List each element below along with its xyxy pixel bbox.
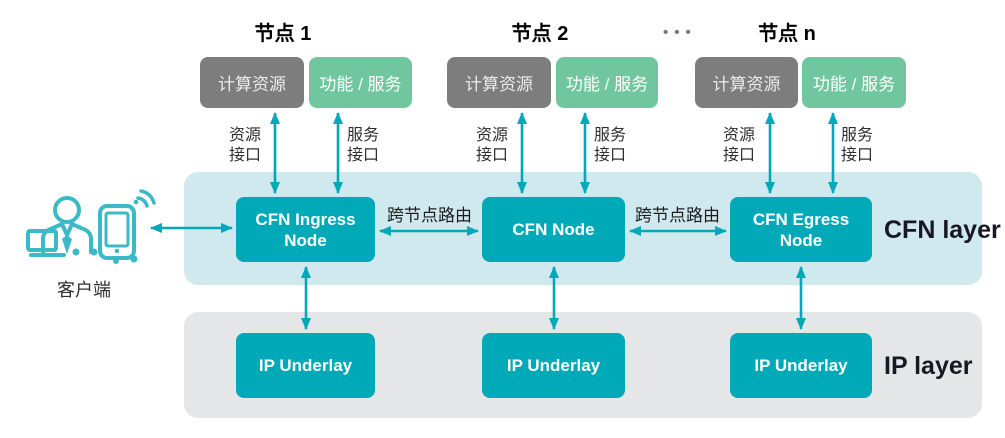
node-2-compute-resource-box: 计算资源 xyxy=(447,57,551,108)
client-devices-icon xyxy=(26,189,156,264)
cfn-ingress-node-box: CFN Ingress Node xyxy=(236,197,375,262)
node-n-function-service-box: 功能 / 服务 xyxy=(802,57,906,108)
node-2-title: 节点 2 xyxy=(511,23,569,45)
cfn-layer-label: CFN layer xyxy=(884,216,1001,244)
node-1-compute-resource-box: 计算资源 xyxy=(200,57,304,108)
ip-underlay-box-3: IP Underlay xyxy=(730,333,872,398)
node-n-service-interface-label: 服务 接口 xyxy=(841,127,874,164)
node-2-service-interface-label: 服务 接口 xyxy=(594,127,627,164)
ip-underlay-box-2: IP Underlay xyxy=(482,333,625,398)
node-1-service-interface-label: 服务 接口 xyxy=(347,127,380,164)
node-n-title: 节点 n xyxy=(758,23,816,45)
cfn-egress-node-box: CFN Egress Node xyxy=(730,197,872,262)
node-n-resource-interface-label: 资源 接口 xyxy=(723,127,756,164)
node-1-resource-interface-label: 资源 接口 xyxy=(229,127,262,164)
ip-underlay-box-1: IP Underlay xyxy=(236,333,375,398)
client-label: 客户端 xyxy=(57,280,111,300)
ip-layer-label: IP layer xyxy=(884,352,973,380)
node-n-compute-resource-box: 计算资源 xyxy=(695,57,798,108)
cross-node-routing-label-1: 跨节点路由 xyxy=(387,206,472,225)
node-2-resource-interface-label: 资源 接口 xyxy=(476,127,509,164)
cross-node-routing-label-2: 跨节点路由 xyxy=(635,206,720,225)
node-1-title: 节点 1 xyxy=(254,23,312,45)
ellipsis-dots: ••• xyxy=(663,24,697,41)
node-1-function-service-box: 功能 / 服务 xyxy=(309,57,412,108)
cfn-node-box: CFN Node xyxy=(482,197,625,262)
node-2-function-service-box: 功能 / 服务 xyxy=(556,57,658,108)
